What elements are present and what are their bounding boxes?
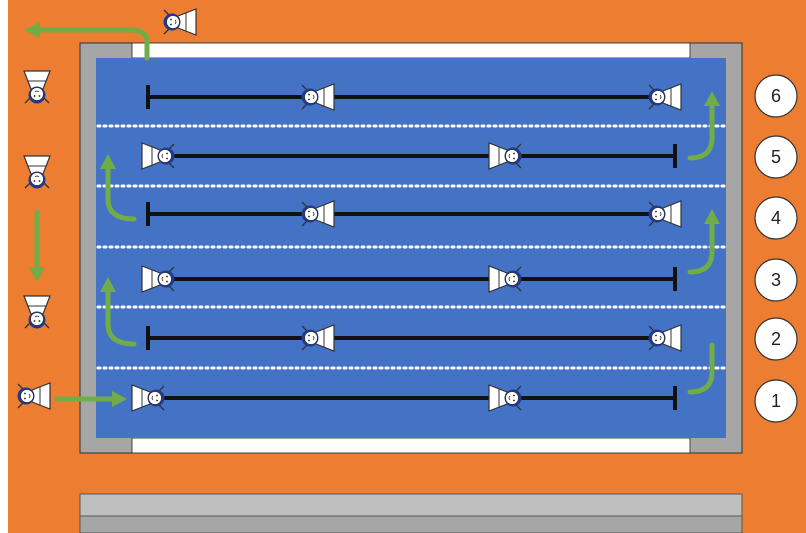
lane-number-3: 3 [755, 259, 797, 301]
bench-top [80, 494, 742, 516]
pool-edge-bottom [132, 438, 690, 453]
lane-number-1: 1 [755, 380, 797, 422]
lane-number-label: 3 [771, 270, 781, 290]
lane-number-2: 2 [755, 318, 797, 360]
lane-number-6: 6 [755, 75, 797, 117]
lane-number-label: 6 [771, 86, 781, 106]
lane-number-5: 5 [755, 136, 797, 178]
lane-number-label: 5 [771, 147, 781, 167]
lane-number-label: 1 [771, 391, 781, 411]
pool-edge-top [132, 43, 690, 58]
lane-number-4: 4 [755, 197, 797, 239]
lane-number-label: 2 [771, 329, 781, 349]
bench-bottom [80, 516, 742, 533]
lane-number-label: 4 [771, 208, 781, 228]
